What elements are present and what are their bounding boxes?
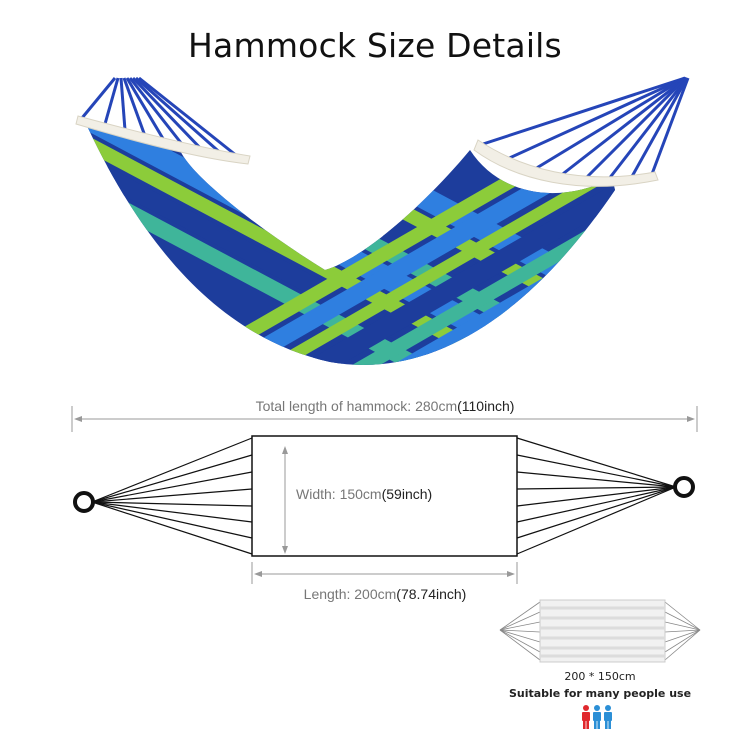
- capacity-size: 200 * 150cm: [564, 670, 636, 683]
- person-blue-icon: [593, 705, 601, 729]
- width-label: Width: 150cm(59inch): [296, 486, 433, 502]
- right-spreader: [479, 76, 690, 186]
- right-ropes: [516, 437, 677, 555]
- fabric-outline: [251, 435, 518, 557]
- capacity-thumbnail: [499, 599, 701, 663]
- page-title: Hammock Size Details: [188, 26, 562, 65]
- left-spreader: [80, 76, 243, 162]
- person-red-icon: [582, 705, 590, 729]
- people-icons: [582, 705, 612, 729]
- total-length-label: Total length of hammock: 280cm(110inch): [255, 398, 515, 414]
- length-label: Length: 200cm(78.74inch): [303, 586, 467, 602]
- right-spreader-bar: [473, 139, 659, 187]
- left-ring: [73, 491, 95, 513]
- left-ropes: [91, 437, 253, 555]
- person-blue-icon: [604, 705, 612, 729]
- left-spreader-bar: [75, 115, 251, 165]
- total-length-arrow: [71, 406, 698, 432]
- length-arrow: [251, 562, 518, 584]
- width-arrow: [282, 446, 288, 554]
- capacity-note: Suitable for many people use: [508, 687, 692, 700]
- right-ring: [673, 476, 695, 498]
